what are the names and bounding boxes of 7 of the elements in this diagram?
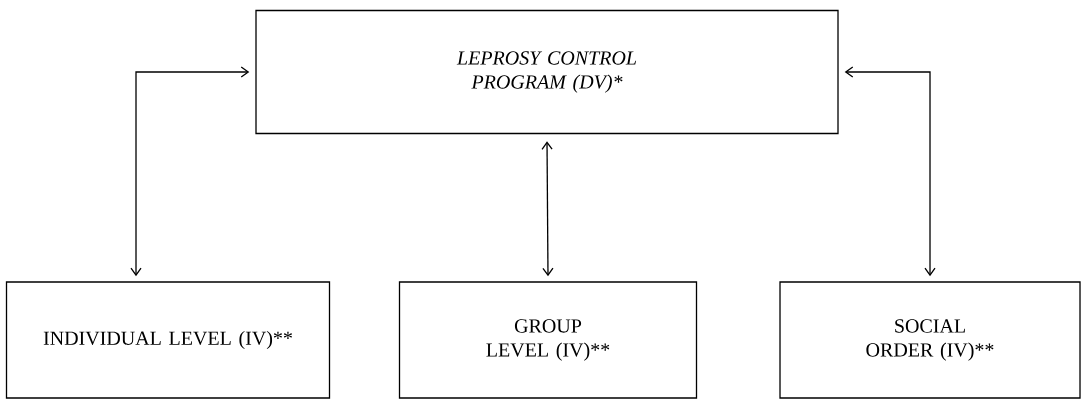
arrow [130, 66, 250, 277]
process-box: SOCIAL ORDER (IV)** [779, 281, 1081, 399]
process-box: LEPROSY CONTROL PROGRAM (DV)* [255, 9, 839, 135]
arrow [844, 66, 936, 277]
process-box: GROUP LEVEL (IV)** [398, 281, 698, 399]
process-box: INDIVIDUAL LEVEL (IV)** [5, 281, 331, 399]
arrow [541, 141, 554, 277]
